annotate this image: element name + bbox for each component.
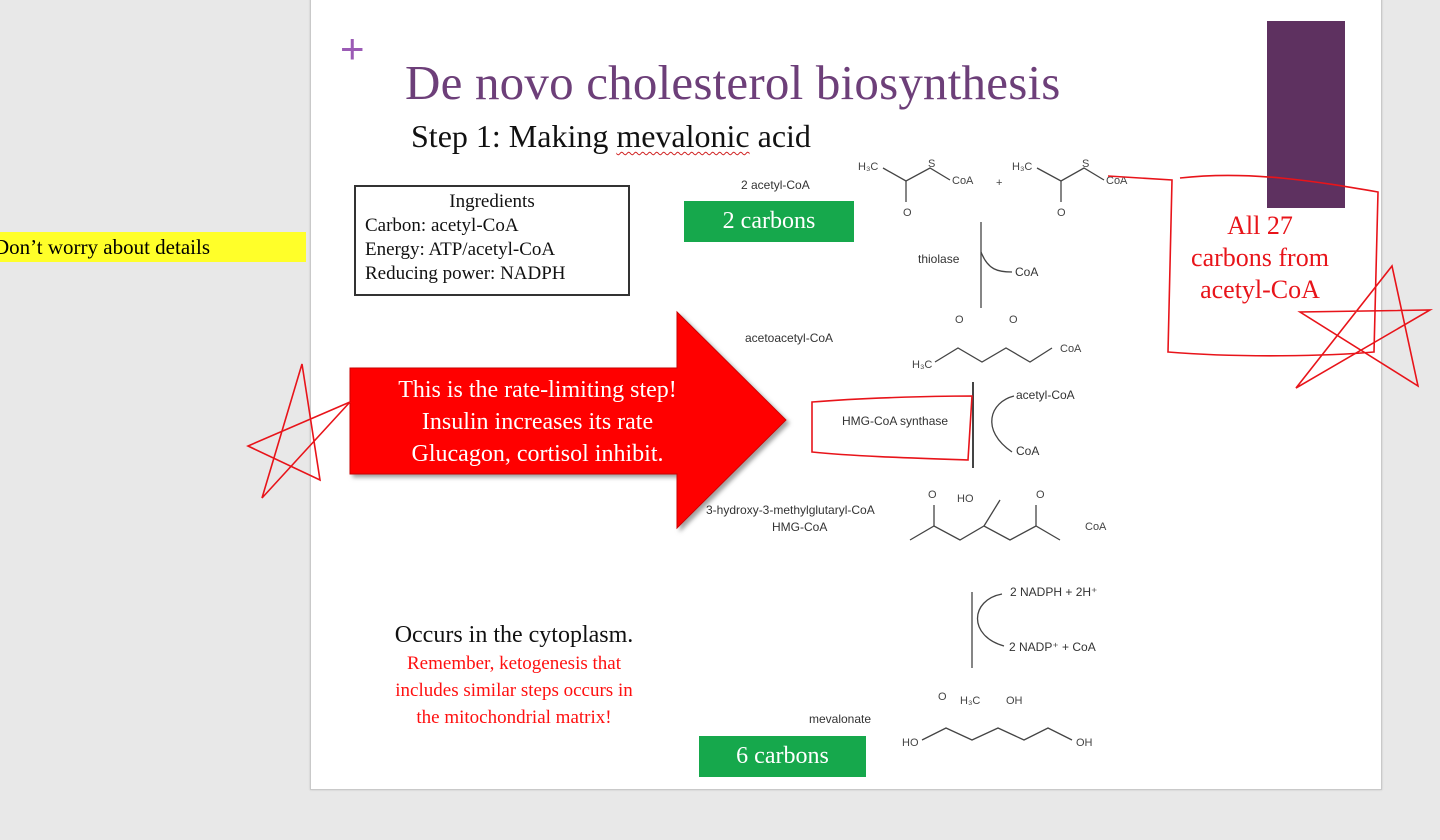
ketogenesis-line-3: the mitochondrial matrix! bbox=[416, 707, 612, 728]
ingredients-heading: Ingredients bbox=[449, 191, 535, 212]
svg-text:O: O bbox=[903, 207, 912, 219]
svg-text:+: + bbox=[996, 177, 1002, 189]
label-acetyl-coa: acetyl-CoA bbox=[1016, 388, 1075, 402]
label-thiolase: thiolase bbox=[918, 252, 960, 266]
note-line-3: acetyl-CoA bbox=[1200, 275, 1320, 304]
subtitle-prefix: Step 1: Making bbox=[411, 118, 617, 154]
rate-limiting-arrow[interactable] bbox=[340, 308, 800, 538]
accent-bar bbox=[1267, 21, 1345, 208]
ink-star-left bbox=[246, 363, 351, 499]
ingredient-reducing: Reducing power: NADPH bbox=[365, 263, 566, 284]
svg-text:O: O bbox=[1057, 207, 1066, 219]
svg-text:S: S bbox=[928, 158, 935, 170]
label-acetoacetyl: acetoacetyl-CoA bbox=[745, 331, 834, 345]
svg-text:HO: HO bbox=[957, 493, 974, 505]
carbons-note[interactable]: All 27 carbons from acetyl-CoA bbox=[1178, 210, 1342, 306]
svg-text:OH: OH bbox=[1076, 737, 1093, 749]
arrow-text: This is the rate-limiting step! Insulin … bbox=[350, 374, 725, 470]
label-mevalonate: mevalonate bbox=[809, 712, 872, 726]
note-line-2: carbons from bbox=[1191, 243, 1329, 272]
ketogenesis-line-2: includes similar steps occurs in bbox=[395, 680, 633, 701]
label-coa-2: CoA bbox=[1016, 444, 1040, 458]
svg-text:O: O bbox=[928, 489, 937, 501]
svg-text:H₃C: H₃C bbox=[912, 359, 932, 371]
svg-text:HO: HO bbox=[902, 737, 919, 749]
plus-icon: + bbox=[340, 25, 365, 72]
slide-subtitle[interactable]: Step 1: Making mevalonic acid bbox=[411, 118, 811, 155]
ink-star-right bbox=[1295, 264, 1434, 389]
ink-hmg-box bbox=[811, 395, 973, 461]
svg-text:CoA: CoA bbox=[1060, 343, 1082, 355]
svg-text:O: O bbox=[938, 691, 947, 703]
label-nadph: 2 NADPH + 2H⁺ bbox=[1010, 585, 1098, 599]
slide-title[interactable]: De novo cholesterol biosynthesis bbox=[405, 55, 1061, 110]
cytoplasm-note[interactable]: Occurs in the cytoplasm. Remember, ketog… bbox=[356, 620, 672, 731]
ink-box-right bbox=[1107, 174, 1379, 357]
svg-text:S: S bbox=[1082, 158, 1089, 170]
subtitle-suffix: acid bbox=[749, 118, 811, 154]
highlighted-comment[interactable]: Don’t worry about details bbox=[0, 232, 306, 262]
six-carbons-badge[interactable]: 6 carbons bbox=[699, 736, 866, 777]
svg-text:O: O bbox=[955, 314, 964, 326]
ingredient-energy: Energy: ATP/acetyl-CoA bbox=[365, 239, 556, 260]
svg-text:CoA: CoA bbox=[952, 175, 974, 187]
arrow-line-2: Insulin increases its rate bbox=[421, 409, 654, 435]
arrow-line-1: This is the rate-limiting step! bbox=[398, 377, 677, 403]
svg-text:CoA: CoA bbox=[1106, 175, 1128, 187]
svg-text:OH: OH bbox=[1006, 695, 1023, 707]
svg-text:H₃C: H₃C bbox=[960, 695, 980, 707]
ink-annotations bbox=[246, 174, 1434, 499]
label-nadp: 2 NADP⁺ + CoA bbox=[1009, 640, 1096, 654]
two-carbons-badge[interactable]: 2 carbons bbox=[684, 201, 854, 242]
label-coa-1: CoA bbox=[1015, 265, 1039, 279]
acetyl-ch3-1: H₃C bbox=[858, 161, 878, 173]
ingredients-box[interactable]: Ingredients Carbon: acetyl-CoA Energy: A… bbox=[354, 185, 630, 296]
cytoplasm-text: Occurs in the cytoplasm. bbox=[394, 622, 634, 648]
svg-text:H₃C: H₃C bbox=[1012, 161, 1032, 173]
ketogenesis-line-1: Remember, ketogenesis that bbox=[407, 653, 621, 674]
note-line-1: All 27 bbox=[1227, 211, 1293, 240]
structure-drawings: H₃C O S CoA + H₃C O S CoA O O H₃C CoA O … bbox=[858, 158, 1128, 749]
svg-text:O: O bbox=[1036, 489, 1045, 501]
label-acetyl-coa-pair: 2 acetyl-CoA bbox=[741, 178, 810, 192]
svg-text:CoA: CoA bbox=[1085, 521, 1107, 533]
arrow-line-3: Glucagon, cortisol inhibit. bbox=[411, 441, 664, 467]
label-hmg-short: HMG-CoA bbox=[772, 520, 828, 534]
spellcheck-word: mevalonic bbox=[616, 118, 750, 154]
label-hmg-synthase: HMG-CoA synthase bbox=[842, 414, 949, 428]
svg-text:O: O bbox=[1009, 314, 1018, 326]
ingredient-carbon: Carbon: acetyl-CoA bbox=[365, 215, 519, 236]
label-hmg-full: 3-hydroxy-3-methylglutaryl-CoA bbox=[706, 503, 875, 517]
